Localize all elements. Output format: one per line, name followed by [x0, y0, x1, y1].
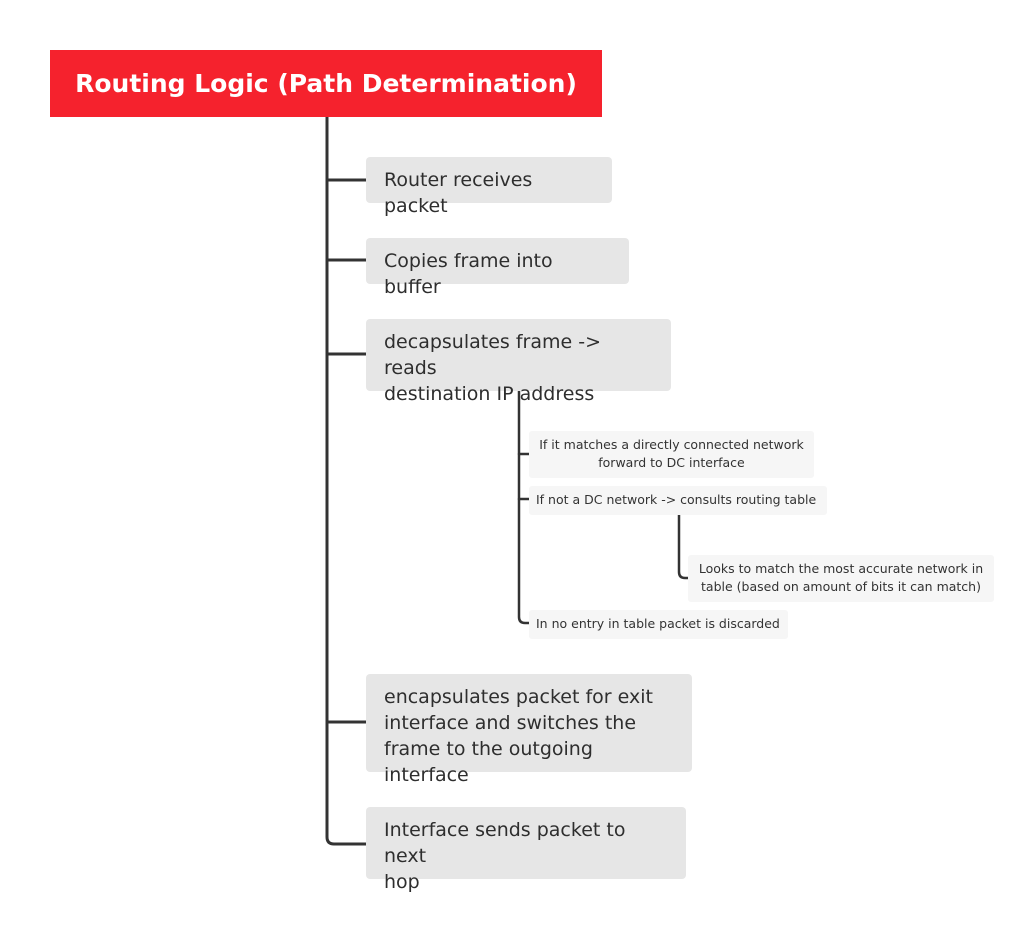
step-text-line: Interface sends packet to next [384, 819, 626, 867]
step-encapsulates[interactable]: encapsulates packet for exit interface a… [366, 674, 692, 786]
branch-text: In no entry in table packet is discarded [536, 616, 780, 631]
step-text: Router receives packet [384, 169, 533, 217]
step-decapsulates[interactable]: decapsulates frame -> reads destination … [366, 319, 671, 405]
step-text-line: frame to the outgoing interface [384, 738, 593, 786]
step-text-line: encapsulates packet for exit [384, 686, 653, 708]
branch-text-line: table (based on amount of bits it can ma… [701, 579, 981, 594]
branch-consults-table[interactable]: If not a DC network -> consults routing … [529, 486, 827, 515]
root-topic[interactable]: Routing Logic (Path Determination) [50, 50, 602, 117]
step-text-line: destination IP address [384, 383, 595, 405]
branch-discarded[interactable]: In no entry in table packet is discarded [529, 610, 788, 639]
main-spine [325, 115, 368, 846]
step-text-line: hop [384, 871, 420, 893]
step-router-receives[interactable]: Router receives packet [366, 157, 612, 217]
branch-text-line: Looks to match the most accurate network… [698, 561, 984, 576]
step-text-line: decapsulates frame -> reads [384, 331, 601, 379]
step-text: Copies frame into buffer [384, 250, 553, 298]
step-copies-frame[interactable]: Copies frame into buffer [366, 238, 629, 298]
branch-text: If not a DC network -> consults routing … [536, 492, 817, 507]
branch-spine [517, 389, 531, 625]
branch-text-line: If it matches a directly connected netwo… [539, 437, 804, 452]
step-sends-next-hop[interactable]: Interface sends packet to next hop [366, 807, 686, 893]
step-text-line: interface and switches the [384, 712, 637, 734]
branch-dc-network[interactable]: If it matches a directly connected netwo… [529, 431, 814, 478]
branch-text-line: forward to DC interface [598, 455, 745, 470]
sub-branch-spine [677, 513, 690, 580]
branch-longest-match[interactable]: Looks to match the most accurate network… [688, 555, 994, 602]
